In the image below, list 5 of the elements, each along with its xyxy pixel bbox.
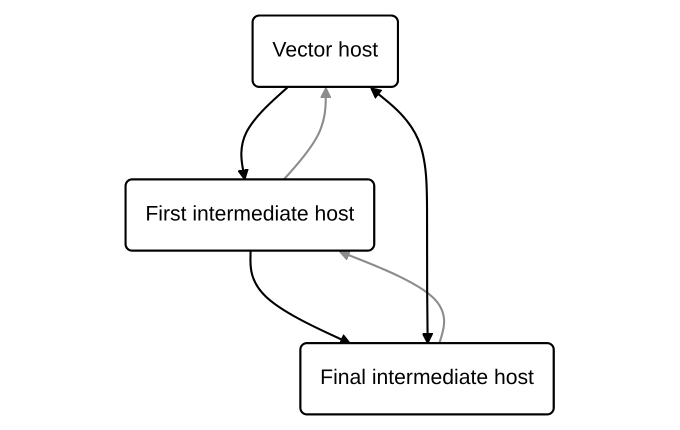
- arrow: [238, 86, 288, 181]
- arrow: [250, 251, 352, 345]
- arrow: [370, 87, 434, 344]
- arrow: [282, 87, 332, 181]
- arrow: [339, 250, 446, 344]
